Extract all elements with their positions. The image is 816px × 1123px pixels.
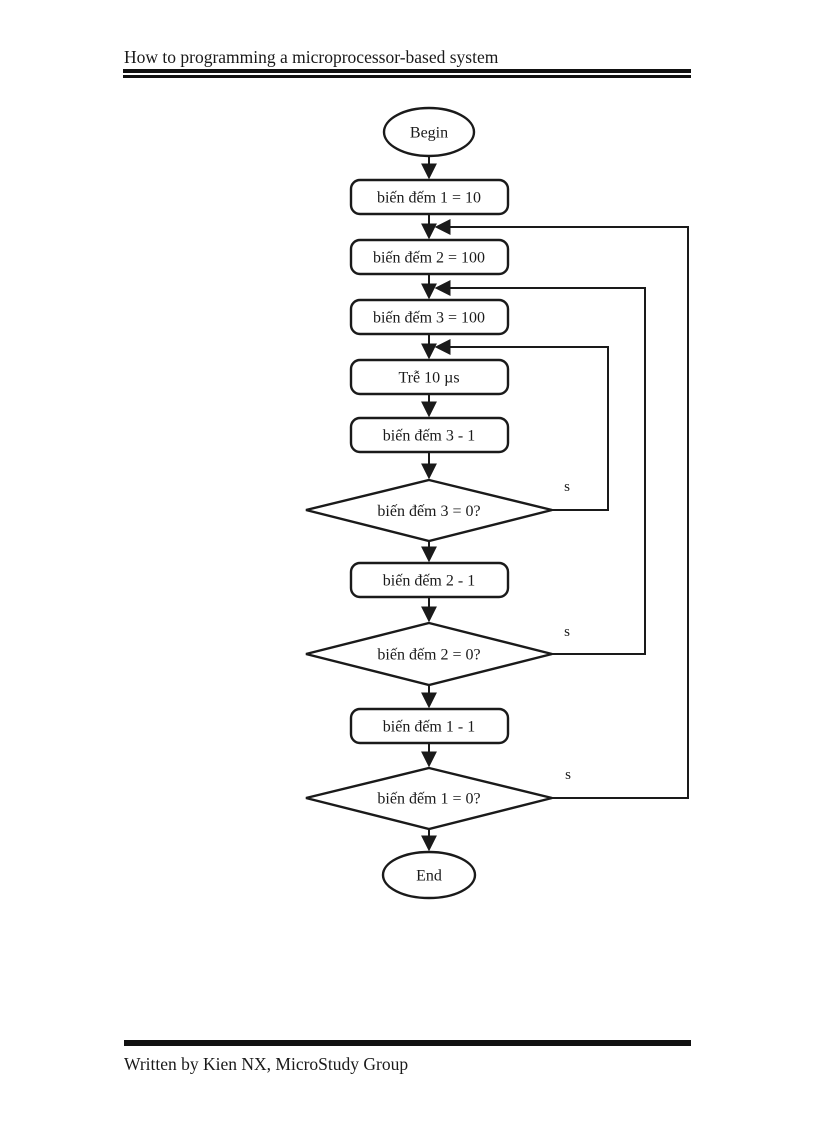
process-label-dec1: biến đếm 1 - 1 — [383, 719, 475, 736]
process-box-delay — [349, 358, 510, 396]
process-label-delay: Trễ 10 µs — [398, 370, 459, 387]
footer-credit: Written by Kien NX, MicroStudy Group — [124, 1054, 409, 1074]
end-terminator — [381, 850, 477, 900]
footer-rule — [124, 1040, 691, 1046]
begin-label: Begin — [410, 125, 448, 142]
decision-label-check3: biến đếm 3 = 0? — [377, 503, 480, 520]
loopback-check1-to-init2 — [434, 219, 689, 799]
decision-diamond-check3 — [305, 478, 553, 543]
branch-label-check3: s — [564, 479, 570, 495]
header-rule-bottom-bar — [123, 75, 691, 78]
begin-terminator — [382, 106, 476, 158]
process-label-dec2: biến đếm 2 - 1 — [383, 573, 475, 590]
branch-label-check1: s — [565, 767, 571, 783]
process-box-init3 — [349, 298, 510, 336]
header-rule-top-bar — [123, 69, 691, 73]
decision-label-check2: biến đếm 2 = 0? — [377, 647, 480, 664]
process-box-init2 — [349, 238, 510, 276]
process-box-dec3 — [349, 416, 510, 454]
process-box-dec2 — [349, 561, 510, 599]
process-box-init1 — [349, 178, 510, 216]
decision-diamond-check1 — [305, 766, 553, 831]
loopback-check2-to-init3 — [434, 280, 646, 655]
process-label-dec3: biến đếm 3 - 1 — [383, 428, 475, 445]
process-label-init2: biến đếm 2 = 100 — [373, 250, 485, 267]
process-label-init1: biến đếm 1 = 10 — [377, 190, 481, 207]
process-label-init3: biến đếm 3 = 100 — [373, 310, 485, 327]
loopback-check3-to-delay — [434, 339, 609, 511]
header-rule — [123, 69, 691, 78]
decision-label-check1: biến đếm 1 = 0? — [377, 791, 480, 808]
end-label: End — [416, 868, 442, 885]
header-title: How to programming a microprocessor-base… — [124, 47, 499, 67]
branch-label-check2: s — [564, 624, 570, 640]
decision-diamond-check2 — [305, 621, 553, 687]
process-box-dec1 — [349, 707, 510, 745]
